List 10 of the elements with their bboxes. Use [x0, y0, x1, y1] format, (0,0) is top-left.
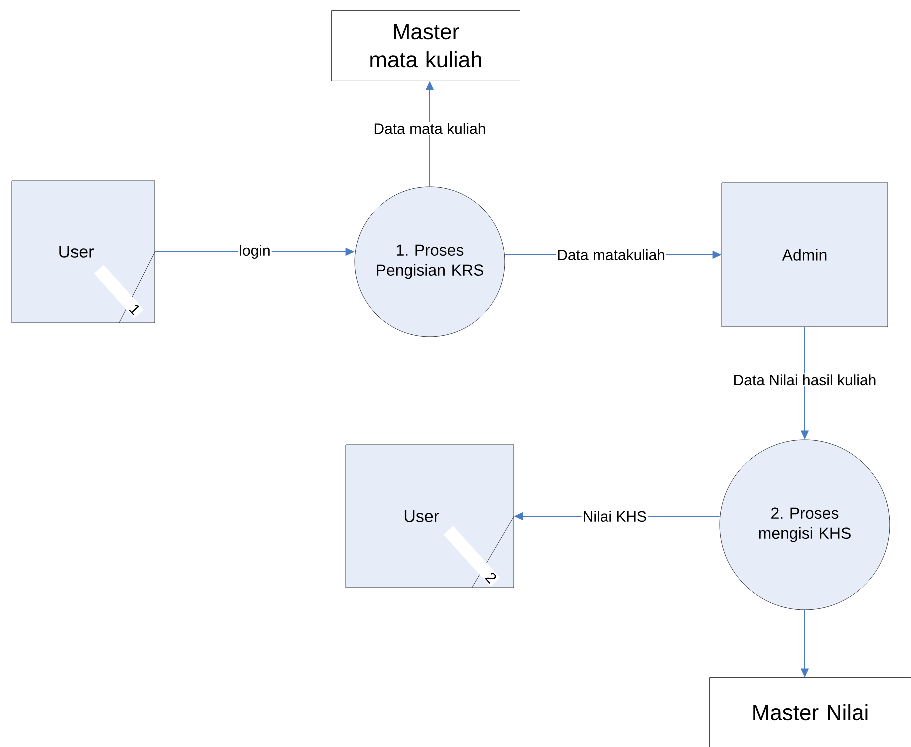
- edge-label: Data mata kuliah: [372, 122, 488, 136]
- edge-label: Data Nilai hasil kuliah: [732, 374, 878, 387]
- edge-label: Nilai KHS: [582, 510, 648, 523]
- edge-label: login: [238, 244, 272, 260]
- edge-label: Data matakuliah: [556, 248, 667, 262]
- data-store: Master mata kuliah: [332, 10, 520, 82]
- external-entity-box: 1 User: [12, 180, 156, 324]
- external-entity-box: 2 User: [346, 444, 514, 588]
- entity-box: Admin: [722, 182, 888, 328]
- data-store: Master Nilai: [710, 678, 911, 747]
